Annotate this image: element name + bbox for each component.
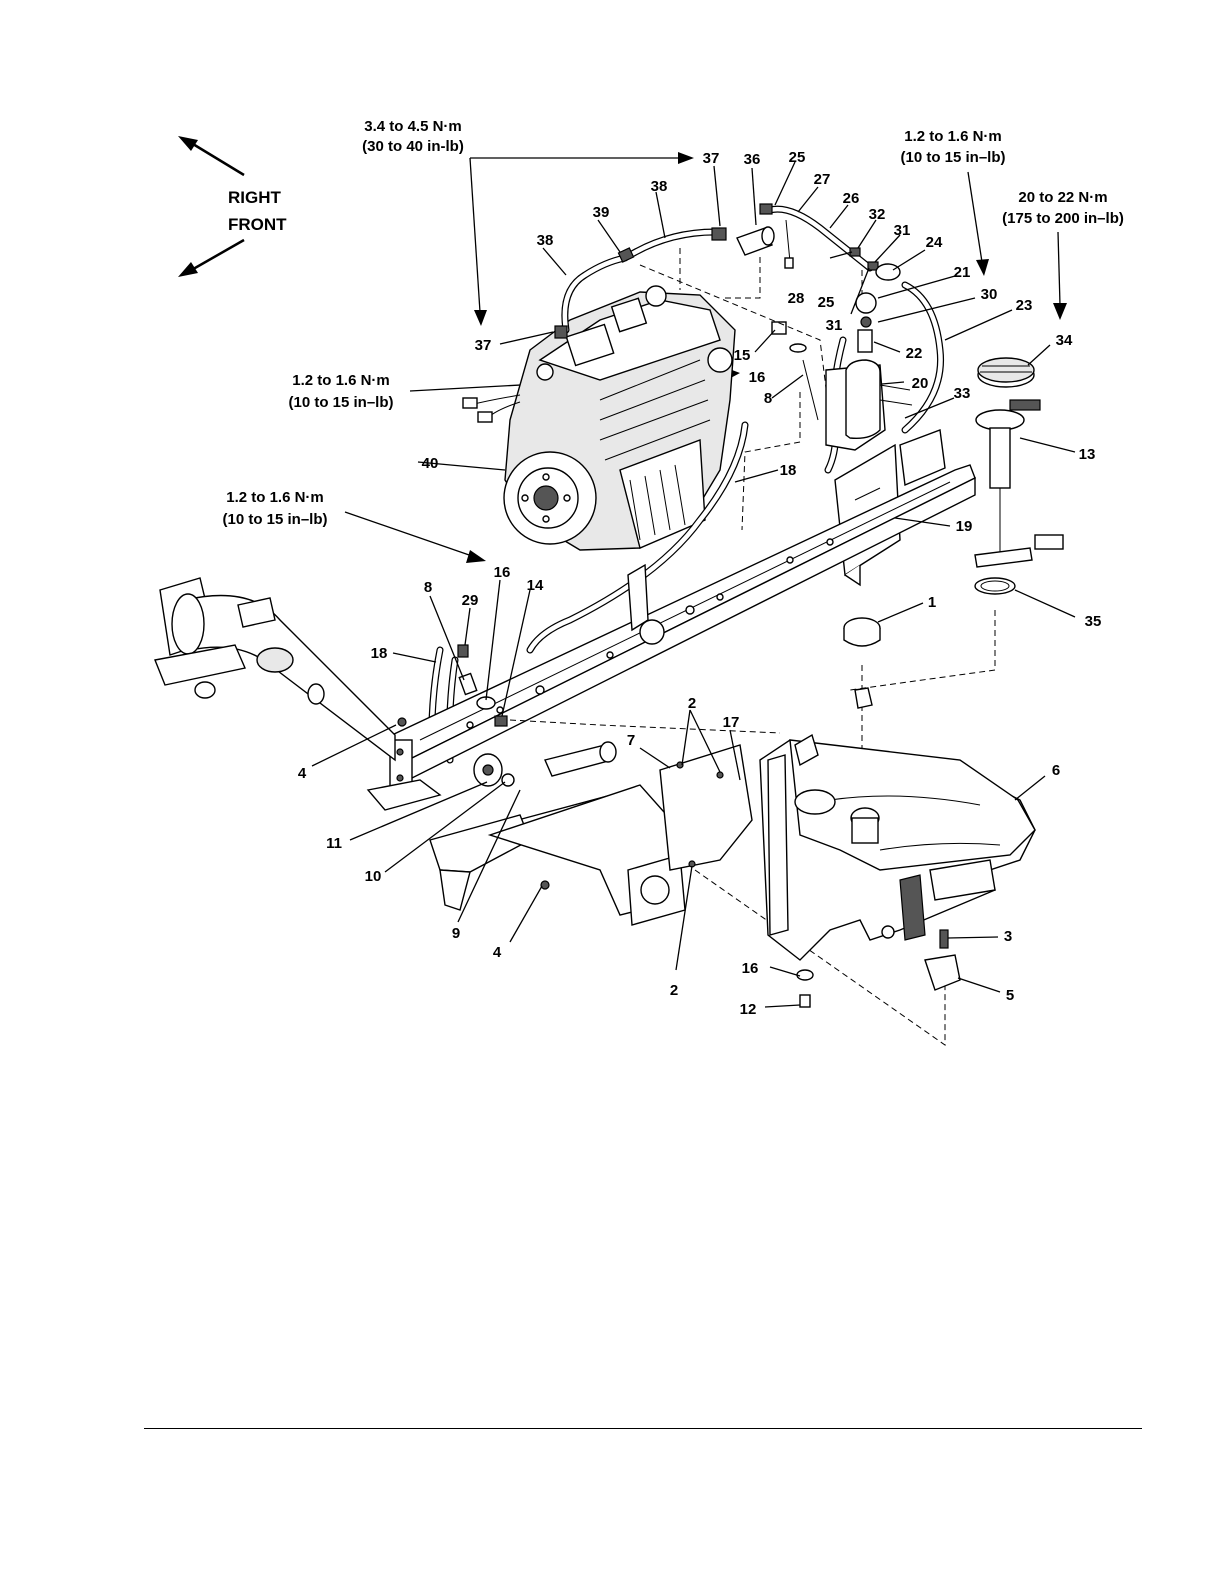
svg-text:(10 to 15 in–lb): (10 to 15 in–lb) <box>900 149 1005 166</box>
svg-text:1.2 to 1.6 N·m: 1.2 to 1.6 N·m <box>904 128 1002 145</box>
fuel-hose-23 <box>901 281 945 434</box>
guide-line-1 <box>639 264 831 421</box>
callout-39: 39 <box>593 204 610 221</box>
torque-spec-sender: 20 to 22 N·m (175 to 200 in–lb) <box>1002 189 1124 320</box>
svg-text:(175 to 200 in–lb): (175 to 200 in–lb) <box>1002 210 1124 227</box>
fuel-hose-38-left <box>561 254 629 334</box>
frame-rail <box>366 464 976 811</box>
svg-text:(10 to 15 in–lb): (10 to 15 in–lb) <box>222 511 327 528</box>
fuel-tank <box>759 733 1036 961</box>
svg-text:3.4 to 4.5 N·m: 3.4 to 4.5 N·m <box>364 118 462 135</box>
callout-23: 23 <box>1016 297 1033 314</box>
callout-6: 6 <box>1052 762 1060 779</box>
engine-assembly <box>462 285 736 551</box>
torque-spec-hose-clamp: 3.4 to 4.5 N·m (30 to 40 in-lb) <box>362 118 694 326</box>
callout-27: 27 <box>814 171 831 188</box>
callout-31-top: 31 <box>894 222 911 239</box>
callout-9: 9 <box>452 925 460 942</box>
callout-18-left: 18 <box>371 645 388 662</box>
callout-8-mid: 8 <box>424 579 432 596</box>
callout-2-top: 2 <box>688 695 696 712</box>
fuel-hose-18-upper <box>526 421 749 654</box>
callout-leaders <box>311 161 1076 1008</box>
footer-rule <box>144 1428 1142 1429</box>
callout-29: 29 <box>462 592 479 609</box>
callout-11: 11 <box>326 835 342 852</box>
callout-31-mid: 31 <box>826 317 843 334</box>
svg-text:1.2 to 1.6 N·m: 1.2 to 1.6 N·m <box>226 489 324 506</box>
fuel-line-26 <box>766 205 874 272</box>
callout-38-left: 38 <box>537 232 554 249</box>
callout-40: 40 <box>422 455 439 472</box>
callout-16-bottom: 16 <box>742 960 759 977</box>
callout-15: 15 <box>734 347 751 364</box>
callout-4-left: 4 <box>298 765 307 782</box>
callout-7: 7 <box>627 732 635 749</box>
fuel-hose-38-top <box>628 228 719 258</box>
callout-19: 19 <box>956 518 973 535</box>
callout-14: 14 <box>527 577 544 594</box>
guide-line-7 <box>849 610 996 691</box>
callout-12: 12 <box>740 1001 757 1018</box>
callout-35: 35 <box>1085 613 1102 630</box>
guide-line-2 <box>725 255 761 299</box>
callout-30: 30 <box>981 286 998 303</box>
fuel-sender-assembly <box>974 357 1064 595</box>
svg-text:1.2 to 1.6 N·m: 1.2 to 1.6 N·m <box>292 372 390 389</box>
torque-spec-top-right: 1.2 to 1.6 N·m (10 to 15 in–lb) <box>900 128 1006 276</box>
guide-line-3 <box>741 392 801 531</box>
callout-3: 3 <box>1004 928 1012 945</box>
orientation-right-label: RIGHT <box>228 188 282 207</box>
svg-text:(30 to 40 in-lb): (30 to 40 in-lb) <box>362 138 464 155</box>
svg-text:20 to 22 N·m: 20 to 22 N·m <box>1018 189 1107 206</box>
callout-38-top: 38 <box>651 178 668 195</box>
callout-32: 32 <box>869 206 886 223</box>
fuel-cap <box>843 617 881 709</box>
callout-5: 5 <box>1006 987 1014 1004</box>
callout-13: 13 <box>1079 446 1096 463</box>
callout-33: 33 <box>954 385 971 402</box>
heat-shield-7 <box>659 744 753 871</box>
callout-16-mid: 16 <box>494 564 511 581</box>
callout-17: 17 <box>723 714 740 731</box>
callout-1: 1 <box>928 594 936 611</box>
callout-34: 34 <box>1056 332 1073 349</box>
callout-24: 24 <box>926 234 943 251</box>
tank-mount-hardware <box>796 929 961 1008</box>
callout-37-top: 37 <box>703 150 720 167</box>
callout-25-top: 25 <box>789 149 806 166</box>
callout-21: 21 <box>954 264 971 281</box>
orientation-front-label: FRONT <box>228 215 287 234</box>
callout-4-center: 4 <box>493 944 502 961</box>
callout-22: 22 <box>906 345 923 362</box>
orientation-indicator: RIGHT FRONT <box>178 136 287 277</box>
callout-25-mid: 25 <box>818 294 835 311</box>
callout-20: 20 <box>912 375 929 392</box>
callout-18-top: 18 <box>780 462 797 479</box>
torque-spec-lower-left: 1.2 to 1.6 N·m (10 to 15 in–lb) <box>222 489 486 563</box>
callout-16-top: 16 <box>749 369 766 386</box>
callout-2-bottom: 2 <box>670 982 678 999</box>
callout-37-left: 37 <box>475 337 492 354</box>
svg-text:(10 to 15 in–lb): (10 to 15 in–lb) <box>288 394 393 411</box>
callout-labels: 37 36 25 27 26 32 31 24 21 30 23 34 38 3… <box>298 149 1102 1018</box>
fuel-filter-assembly <box>825 292 913 451</box>
guide-line-6 <box>509 719 781 734</box>
tube-assembly-left <box>154 577 407 762</box>
callout-28: 28 <box>788 290 805 307</box>
center-bracket-assembly <box>429 741 686 926</box>
fitting-group-top <box>554 203 901 421</box>
callout-26: 26 <box>843 190 860 207</box>
callout-36: 36 <box>744 151 761 168</box>
callout-8-top: 8 <box>764 390 772 407</box>
callout-10: 10 <box>365 868 382 885</box>
